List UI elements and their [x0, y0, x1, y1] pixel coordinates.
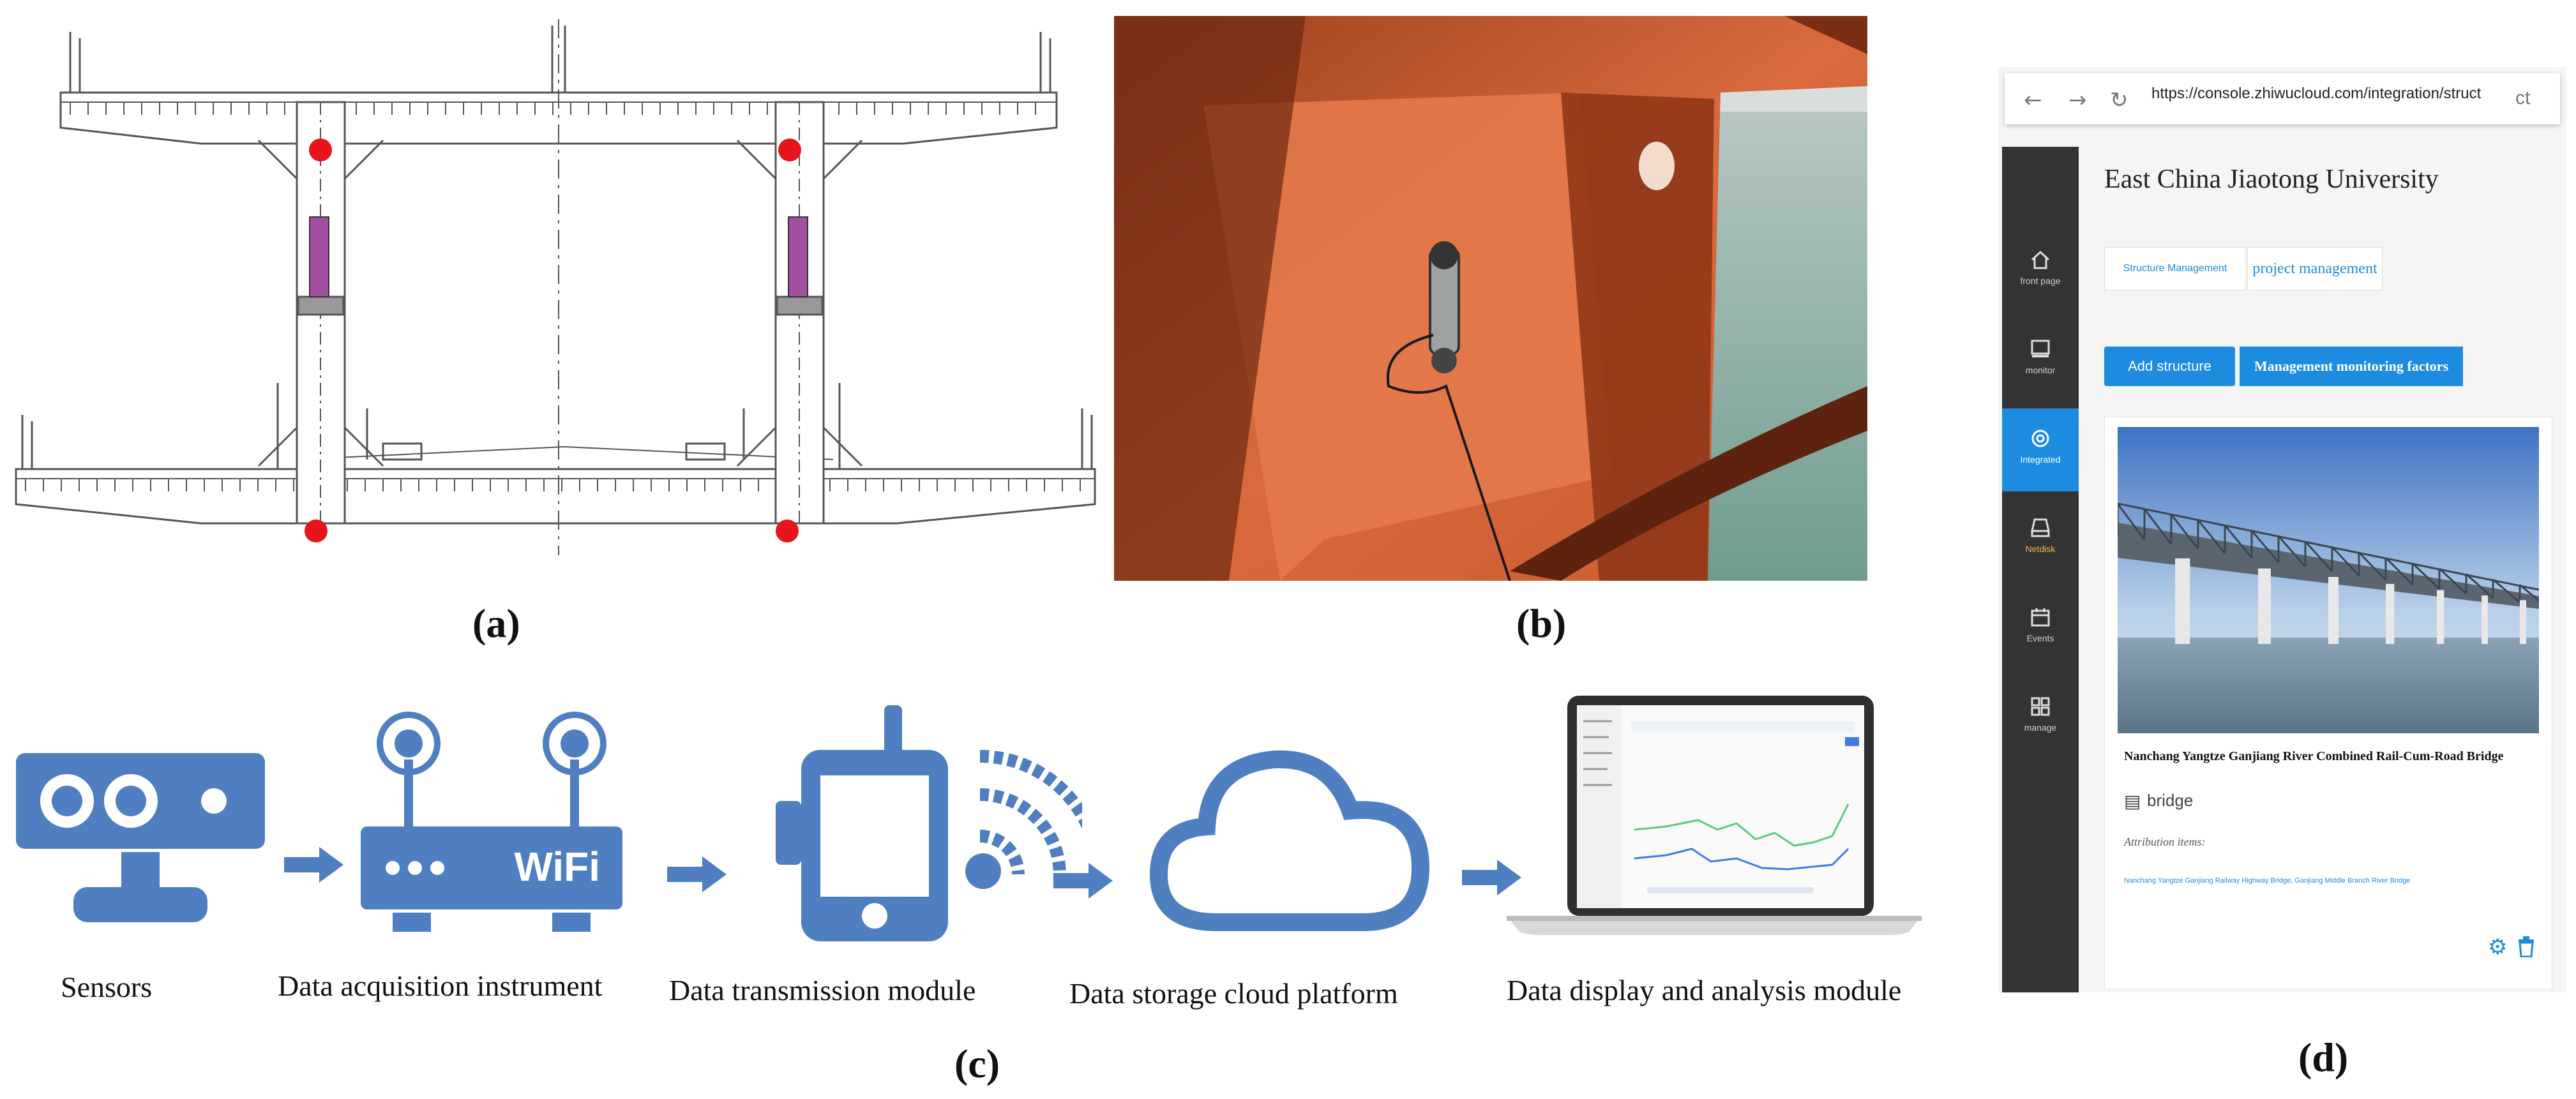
bridge-type-icon: ▤	[2124, 791, 2141, 812]
management-monitoring-factors-button[interactable]: Management monitoring factors	[2240, 347, 2463, 386]
sidebar-item-label: monitor	[2025, 365, 2056, 375]
flow-caption-cloud: Data storage cloud platform	[1069, 977, 1398, 1010]
sensor-device-icon	[16, 753, 265, 922]
flow-arrow-icon	[1053, 863, 1113, 899]
sidebar-item-netdisk[interactable]: Netdisk	[2002, 498, 2079, 581]
laptop-display-icon	[1507, 696, 1922, 935]
structure-name: Nanchang Yangtze Ganjiang River Combined…	[2124, 749, 2504, 763]
reload-icon[interactable]: ↻	[2110, 87, 2128, 113]
sidebar-item-label: Netdisk	[2025, 544, 2056, 554]
forward-arrow-icon[interactable]: →	[2068, 87, 2087, 113]
sidebar-item-manage[interactable]: manage	[2002, 677, 2079, 759]
bridge-cross-section-drawing	[15, 19, 1096, 555]
sidebar-item-label: Events	[2026, 633, 2054, 643]
gear-icon	[2031, 430, 2049, 447]
monitor-icon	[2031, 340, 2050, 357]
tab-structure-management[interactable]: Structure Management	[2104, 247, 2246, 290]
strain-sensor-right	[788, 216, 808, 297]
transmission-phone-icon	[776, 705, 1082, 941]
url-text[interactable]: https://console.zhiwucloud.com/integrati…	[2151, 85, 2482, 102]
flow-caption-display: Data display and analysis module	[1507, 974, 1902, 1006]
calendar-icon	[2031, 608, 2050, 627]
flow-arrow-icon	[1462, 860, 1521, 895]
cloud-console-screenshot: ← → ↻ https://console.zhiwucloud.com/int…	[1998, 67, 2566, 992]
panel-label-c: (c)	[954, 1041, 1000, 1086]
panel-label-d: (d)	[2298, 1035, 2349, 1080]
tab-project-management[interactable]: project management	[2247, 247, 2383, 290]
sidebar-item-monitor[interactable]: monitor	[2002, 319, 2079, 402]
flow-arrow-icon	[284, 847, 343, 883]
sidebar-item-integrated[interactable]: Integrated	[2002, 408, 2079, 491]
disk-icon	[2031, 518, 2050, 537]
structure-type-label: bridge	[2147, 791, 2194, 810]
structure-card[interactable]: Nanchang Yangtze Ganjiang River Combined…	[2104, 417, 2552, 989]
attribution-label: Attribution items:	[2124, 835, 2206, 848]
attribution-items-link[interactable]: Nanchang Yangtze Ganjiang Railway Highwa…	[2124, 877, 2411, 885]
panel-label-a: (a)	[472, 601, 520, 646]
browser-address-bar: ← → ↻ https://console.zhiwucloud.com/int…	[2005, 73, 2560, 124]
measurement-point	[776, 520, 799, 542]
add-structure-button[interactable]: Add structure	[2104, 347, 2235, 386]
sidebar-item-events[interactable]: Events	[2002, 587, 2079, 670]
measurement-point	[305, 520, 328, 542]
organization-title: East China Jiaotong University	[2104, 165, 2439, 194]
sidebar-item-label: Integrated	[2020, 454, 2061, 465]
settings-gear-icon[interactable]: ⚙	[2488, 934, 2508, 960]
bridge-photo	[2118, 427, 2539, 733]
flow-caption-sensors: Sensors	[61, 971, 153, 1003]
flow-caption-transmission: Data transmission module	[669, 974, 976, 1006]
back-arrow-icon[interactable]: ←	[2024, 87, 2042, 113]
trash-icon[interactable]	[2517, 936, 2536, 957]
url-tail: ct	[2515, 87, 2531, 108]
sidebar-item-label: manage	[2024, 722, 2057, 733]
sidebar-item-front-page[interactable]: front page	[2002, 230, 2079, 313]
sensor-installation-photo	[1114, 16, 1867, 581]
flow-caption-acquisition: Data acquisition instrument	[278, 969, 603, 1002]
panel-label-b: (b)	[1516, 601, 1567, 646]
measurement-point	[778, 138, 801, 161]
sidebar-item-label: front page	[2020, 276, 2061, 286]
cloud-storage-icon	[1149, 750, 1430, 931]
grid-icon	[2031, 697, 2050, 716]
home-icon	[2031, 250, 2050, 269]
strain-sensor-left	[309, 216, 329, 297]
console-sidebar: front page monitor Integrated Netdisk Ev…	[2002, 147, 2079, 992]
measurement-point	[309, 138, 332, 161]
wifi-label: WiFi	[515, 844, 601, 890]
wifi-router-icon: WiFi	[361, 712, 622, 932]
flow-arrow-icon	[667, 856, 727, 892]
